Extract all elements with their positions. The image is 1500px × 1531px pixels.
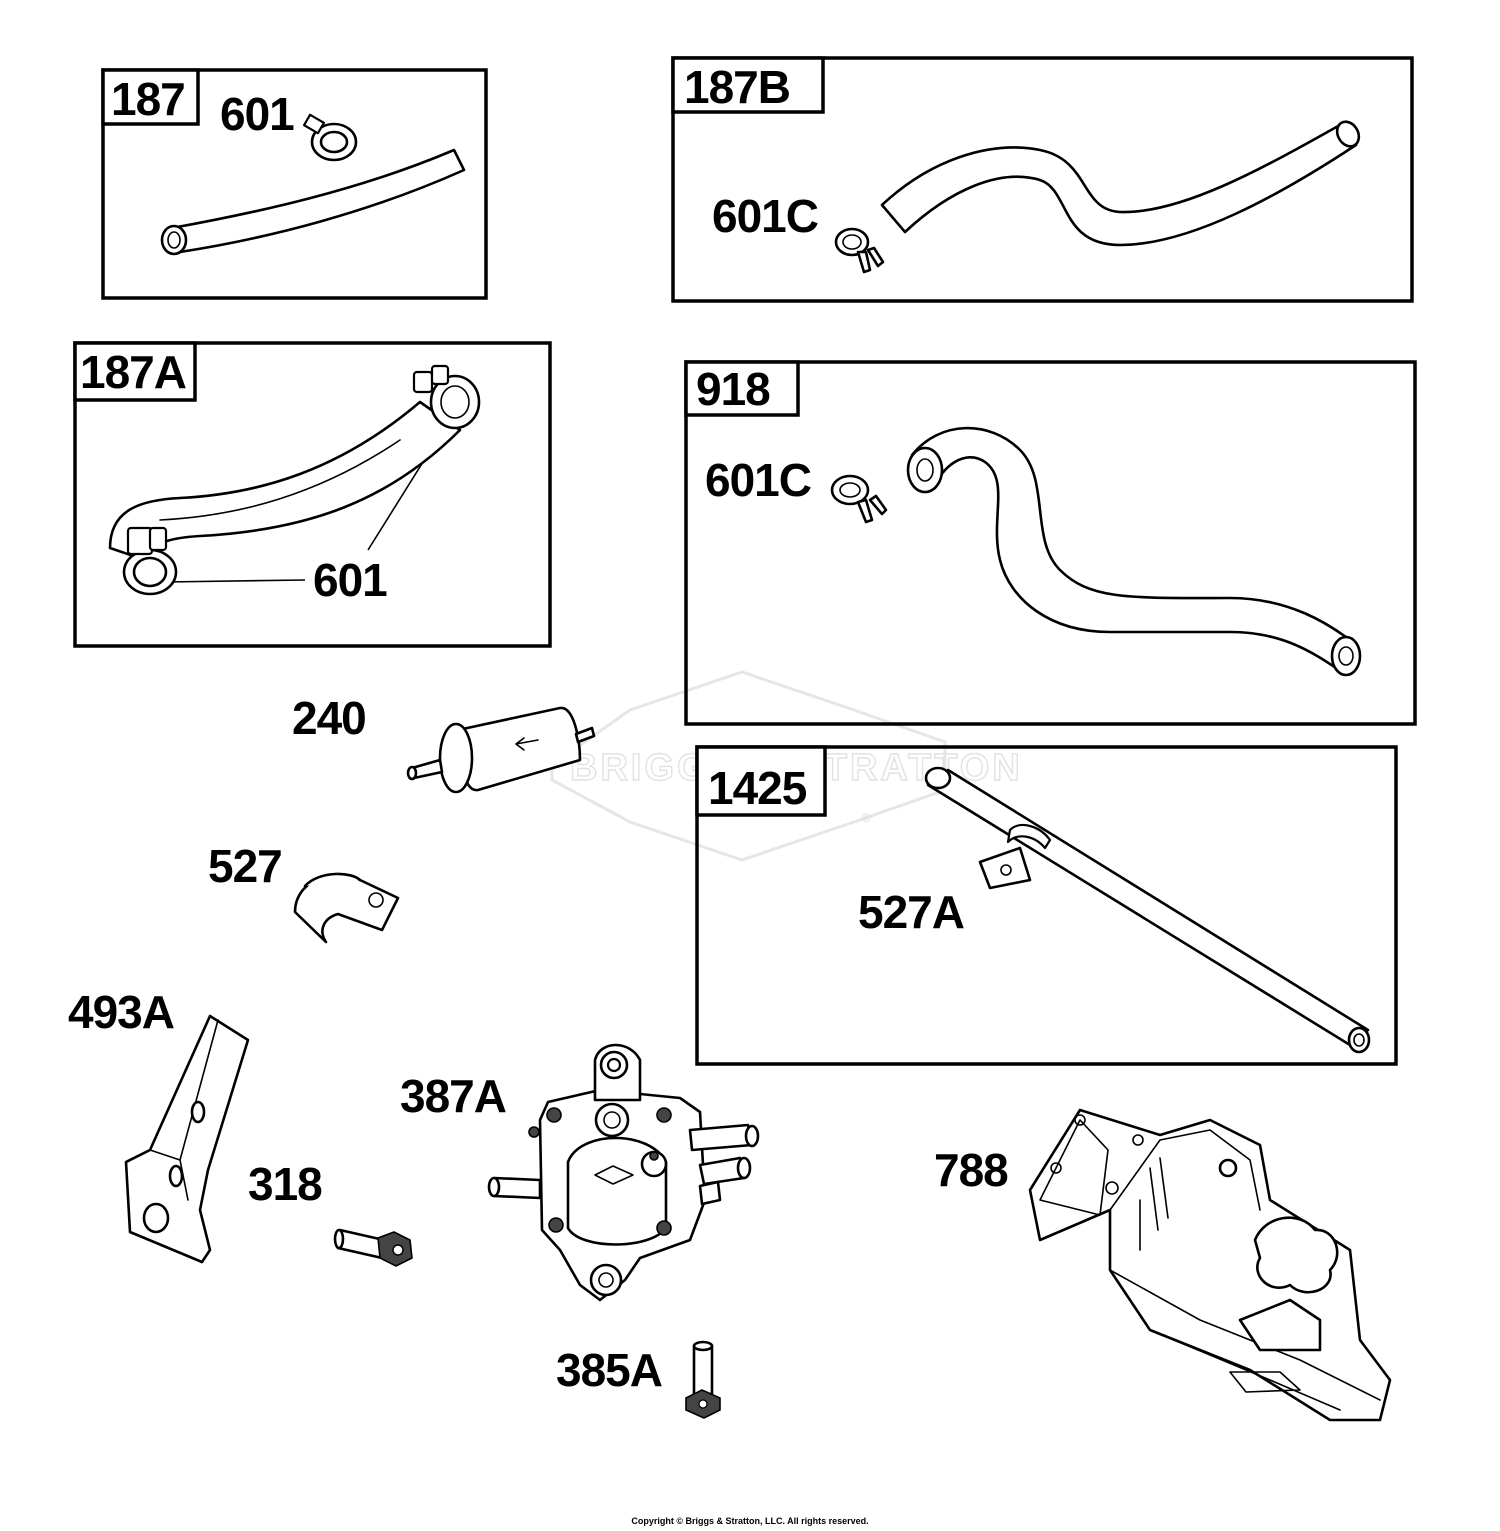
tag-187B: 187B: [684, 61, 790, 113]
callout-527A: 527A: [858, 886, 964, 938]
tag-918: 918: [696, 363, 770, 415]
fuel-hose-with-clamps-icon: [108, 364, 481, 596]
fuel-pump-shield-icon: [1028, 1108, 1392, 1422]
fuel-hose-bent-icon: [906, 426, 1362, 677]
tag-187A: 187A: [80, 346, 186, 398]
fuel-pump-icon: [487, 1043, 760, 1302]
pump-screw-icon: [685, 1340, 721, 1419]
copyright-notice: Copyright © Briggs & Stratton, LLC. All …: [631, 1516, 869, 1526]
screw-318: 318: [248, 1158, 413, 1267]
callout-601: 601: [220, 88, 294, 140]
fuel-line-clip-icon: [293, 872, 400, 944]
box-187B: 187B 601C: [671, 56, 1414, 303]
fuel-filter-240: 240: [292, 692, 596, 794]
callout-493A: 493A: [68, 986, 174, 1038]
screw-385A: 385A: [556, 1340, 721, 1419]
spring-clamp-icon: [834, 227, 885, 274]
tag-1425: 1425: [708, 762, 807, 814]
watermark-registered-mark: ®: [862, 811, 871, 825]
bracket-493A: 493A: [68, 986, 250, 1264]
clip-527A-icon: [978, 846, 1032, 890]
fuel-hose-straight-icon: [160, 148, 466, 256]
spring-clamp-icon: [830, 474, 888, 524]
hex-screw-icon: [333, 1228, 413, 1267]
callout-318: 318: [248, 1158, 322, 1210]
callout-601C-918: 601C: [705, 454, 811, 506]
box-187: 187 601: [101, 68, 488, 300]
fuel-line-tube-icon: [924, 766, 1371, 1054]
callout-527: 527: [208, 840, 282, 892]
shield-788: 788: [934, 1108, 1392, 1422]
box-1425: 1425 527A: [695, 745, 1398, 1066]
tag-187: 187: [111, 73, 185, 125]
callout-601C: 601C: [712, 190, 818, 242]
callout-387A: 387A: [400, 1070, 506, 1122]
callout-240: 240: [292, 692, 366, 744]
callout-788: 788: [934, 1144, 1008, 1196]
callout-601-bottom: 601: [313, 554, 387, 606]
hose-clamp-icon: [302, 113, 358, 162]
fuel-pump-387A: 387A: [400, 1043, 760, 1302]
fuel-hose-curved-icon: [880, 120, 1361, 247]
fuel-filter-icon: [406, 706, 596, 794]
mounting-bracket-icon: [124, 1014, 250, 1264]
box-918: 918 601C: [684, 360, 1417, 726]
box-187A: 187A 601: [73, 341, 552, 648]
clip-527: 527: [208, 840, 400, 944]
callout-385A: 385A: [556, 1344, 662, 1396]
